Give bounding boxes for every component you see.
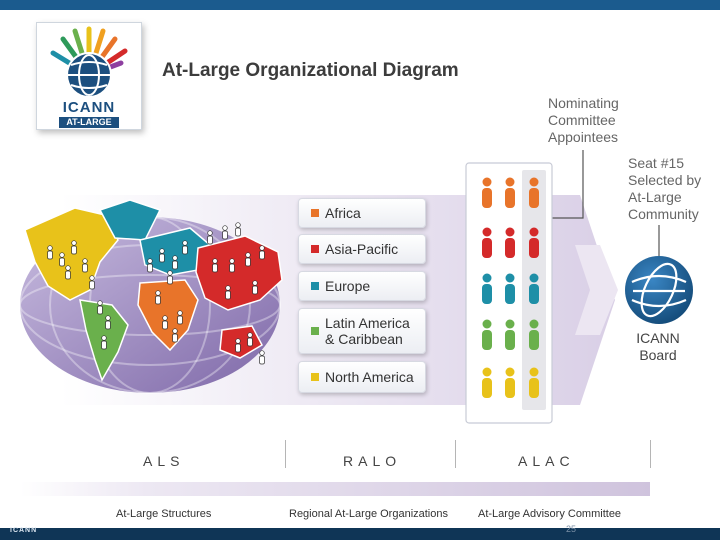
region-africa: Africa [298,198,426,228]
region-latin-america-caribbean: Latin America & Caribbean [298,308,426,354]
alac-members [482,177,539,398]
africa-color-swatch [311,209,319,217]
icann-at-large-logo: ICANN AT-LARGE [36,22,142,130]
asia-pacific-color-swatch [311,245,319,253]
logo-sub-text: AT-LARGE [59,117,119,128]
section-als-desc: At-Large Structures [116,508,212,520]
north-america-color-swatch [311,373,319,381]
nominating-committee-label: Nominating Committee Appointees [548,95,619,145]
section-ralo: RALO [343,453,402,469]
region-asia-pacific-label: Asia-Pacific [325,241,399,257]
bottom-bar [0,528,720,540]
separator-1 [285,440,286,468]
section-band [20,482,650,496]
icann-board-label: ICANN Board [636,330,680,363]
section-alac: ALAC [518,453,575,469]
region-europe-label: Europe [325,278,371,294]
logo-globe-icon [50,26,128,98]
region-latin-america-label: Latin America & Caribbean [325,315,410,347]
nominating-connector [540,150,584,219]
logo-brand-text: ICANN [62,99,116,116]
region-asia-pacific: Asia-Pacific [298,234,426,264]
footer-brand: ICANN [10,527,38,534]
europe-color-swatch [311,282,319,290]
slide-number: 25 [566,524,577,534]
separator-2 [455,440,456,468]
section-als: ALS [143,453,185,469]
latin-america-color-swatch [311,327,319,335]
world-map [19,199,283,394]
region-europe: Europe [298,271,426,301]
section-alac-desc: At-Large Advisory Committee [478,508,622,520]
region-africa-label: Africa [325,205,361,221]
region-north-america: North America [298,361,426,393]
separator-3 [650,440,651,468]
seat-15-label: Seat #15 Selected by At-Large Community [628,155,702,222]
arrow-to-board [575,245,618,335]
top-bar [0,0,720,10]
diagram-title: At-Large Organizational Diagram [162,60,459,81]
icann-board-icon [625,256,693,324]
section-ralo-desc: Regional At-Large Organizations [289,508,448,520]
region-north-america-label: North America [325,369,414,385]
